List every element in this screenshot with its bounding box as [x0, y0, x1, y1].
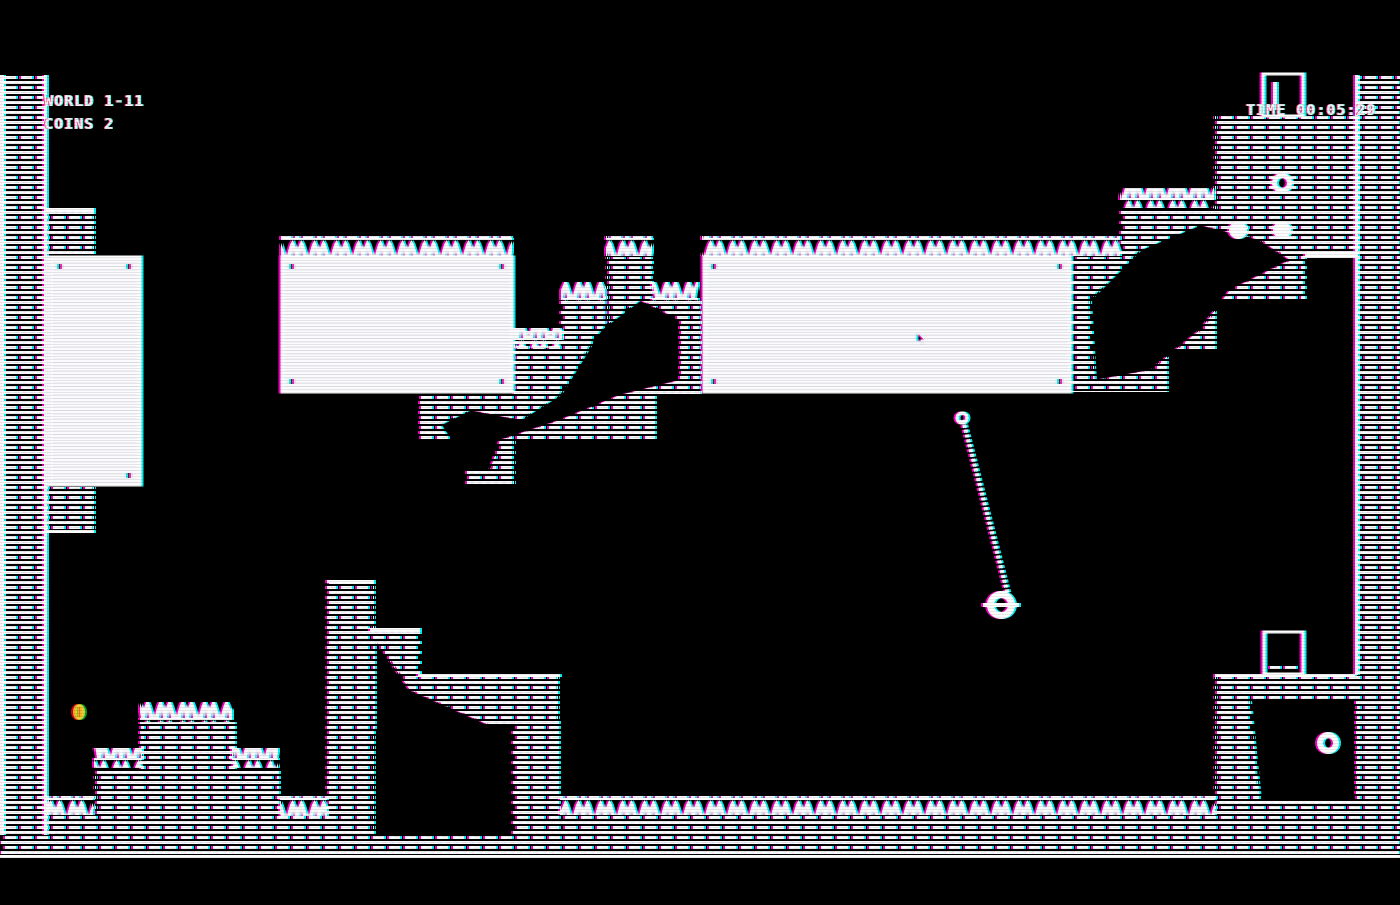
brick-block-lower-right — [1215, 674, 1355, 836]
brick-staircase-center — [327, 580, 560, 837]
spikes-middle-low — [514, 328, 562, 348]
spiked-mine-icon — [1229, 221, 1291, 239]
spikes-hill-right — [232, 748, 278, 768]
spiked-mine-icon — [1317, 732, 1339, 754]
spikes-upper-right — [702, 236, 1122, 256]
brick-floor-strip — [560, 815, 1216, 837]
upper-steel-panel-left — [280, 255, 514, 394]
brick-hill-left — [47, 722, 327, 840]
spikes-middle-top — [606, 236, 652, 256]
spikes-upper-right-step — [1120, 188, 1214, 208]
timer: TIME 00:05:29 — [1246, 101, 1377, 119]
spikes-hill-top — [140, 702, 232, 722]
swinging-chain-hazard — [955, 411, 1019, 619]
left-boundary-wall — [0, 75, 47, 855]
exit-door-top — [1261, 72, 1305, 118]
left-steel-panel — [48, 255, 142, 487]
spiked-ball-icon — [983, 591, 1019, 619]
upper-steel-panel-right — [702, 255, 1072, 394]
world-label: WORLD 1-11 — [44, 92, 145, 110]
right-boundary-wall — [1355, 75, 1400, 855]
exit-door-bottom — [1262, 630, 1305, 676]
spikes-upper-left — [281, 236, 512, 256]
spikes-middle-mid — [561, 282, 605, 302]
spikes-floor-left — [47, 796, 93, 816]
coin-icon — [73, 704, 85, 720]
floor — [0, 835, 1400, 858]
spiked-mine-icon — [1272, 173, 1292, 193]
mouse-cursor-icon — [915, 329, 927, 347]
coins-counter: COINS 2 — [44, 115, 115, 133]
left-ledge-bottom — [47, 487, 94, 533]
spikes-middle-right — [652, 282, 698, 302]
left-ledge-top — [47, 208, 94, 255]
spikes-hill-left — [94, 748, 142, 768]
brick-cluster-middle — [420, 257, 700, 486]
spikes-floor-long — [560, 796, 1216, 816]
spikes-floor-gap — [280, 796, 328, 816]
